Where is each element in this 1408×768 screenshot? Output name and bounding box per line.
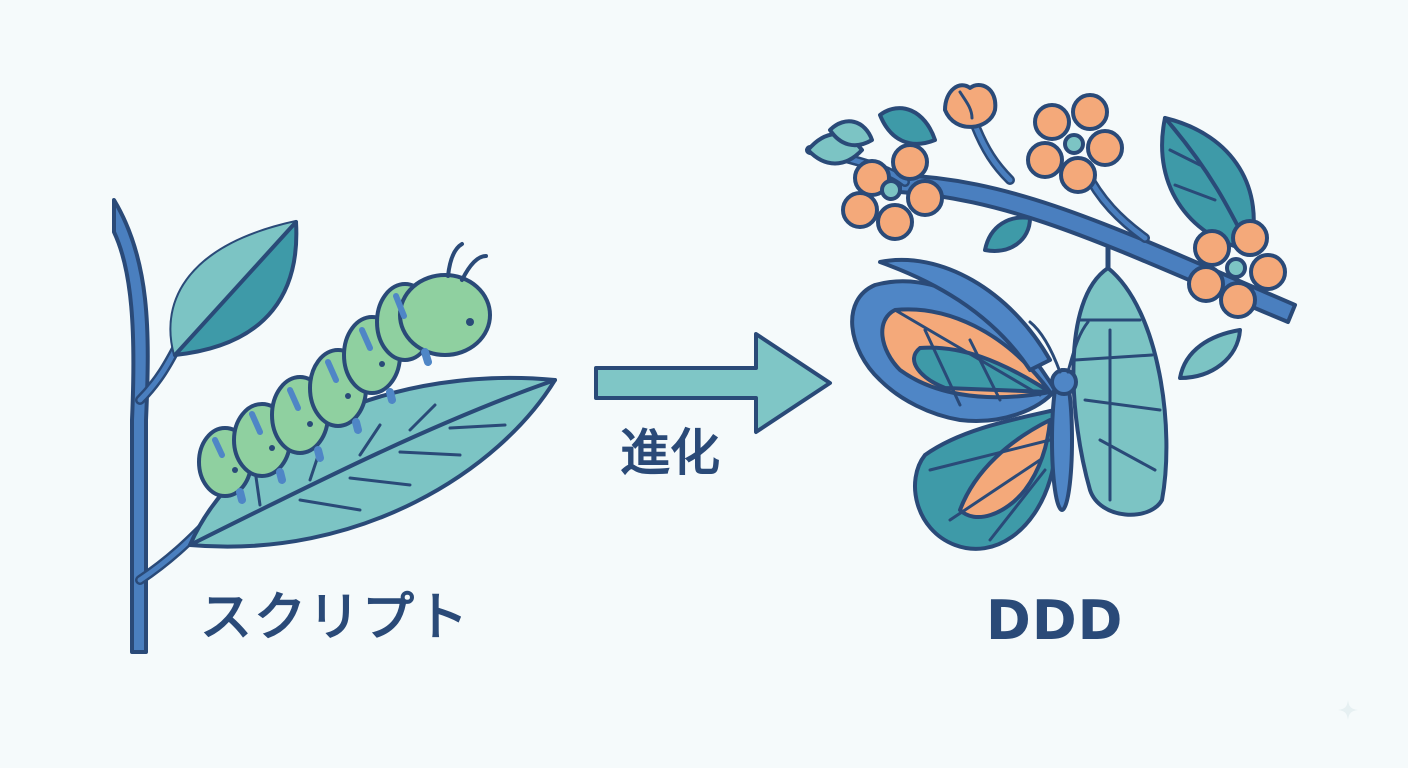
plant-stem-icon bbox=[112, 198, 150, 654]
butterfly-icon bbox=[850, 257, 1090, 551]
butterfly-scene-icon bbox=[805, 82, 1297, 551]
sparkle-icon bbox=[1338, 700, 1358, 720]
flower-icon bbox=[1187, 219, 1287, 319]
flower-icon bbox=[841, 143, 944, 241]
chrysalis-icon bbox=[1071, 266, 1169, 517]
flower-bud-icon bbox=[943, 82, 998, 129]
after-label: DDD bbox=[986, 589, 1124, 652]
caterpillar-scene-icon bbox=[112, 198, 557, 654]
caterpillar-icon bbox=[197, 242, 492, 504]
flower-icon bbox=[1026, 93, 1124, 194]
before-label: スクリプト bbox=[200, 588, 471, 648]
transition-label: 進化 bbox=[620, 424, 720, 482]
right-arrow-icon bbox=[594, 332, 832, 434]
